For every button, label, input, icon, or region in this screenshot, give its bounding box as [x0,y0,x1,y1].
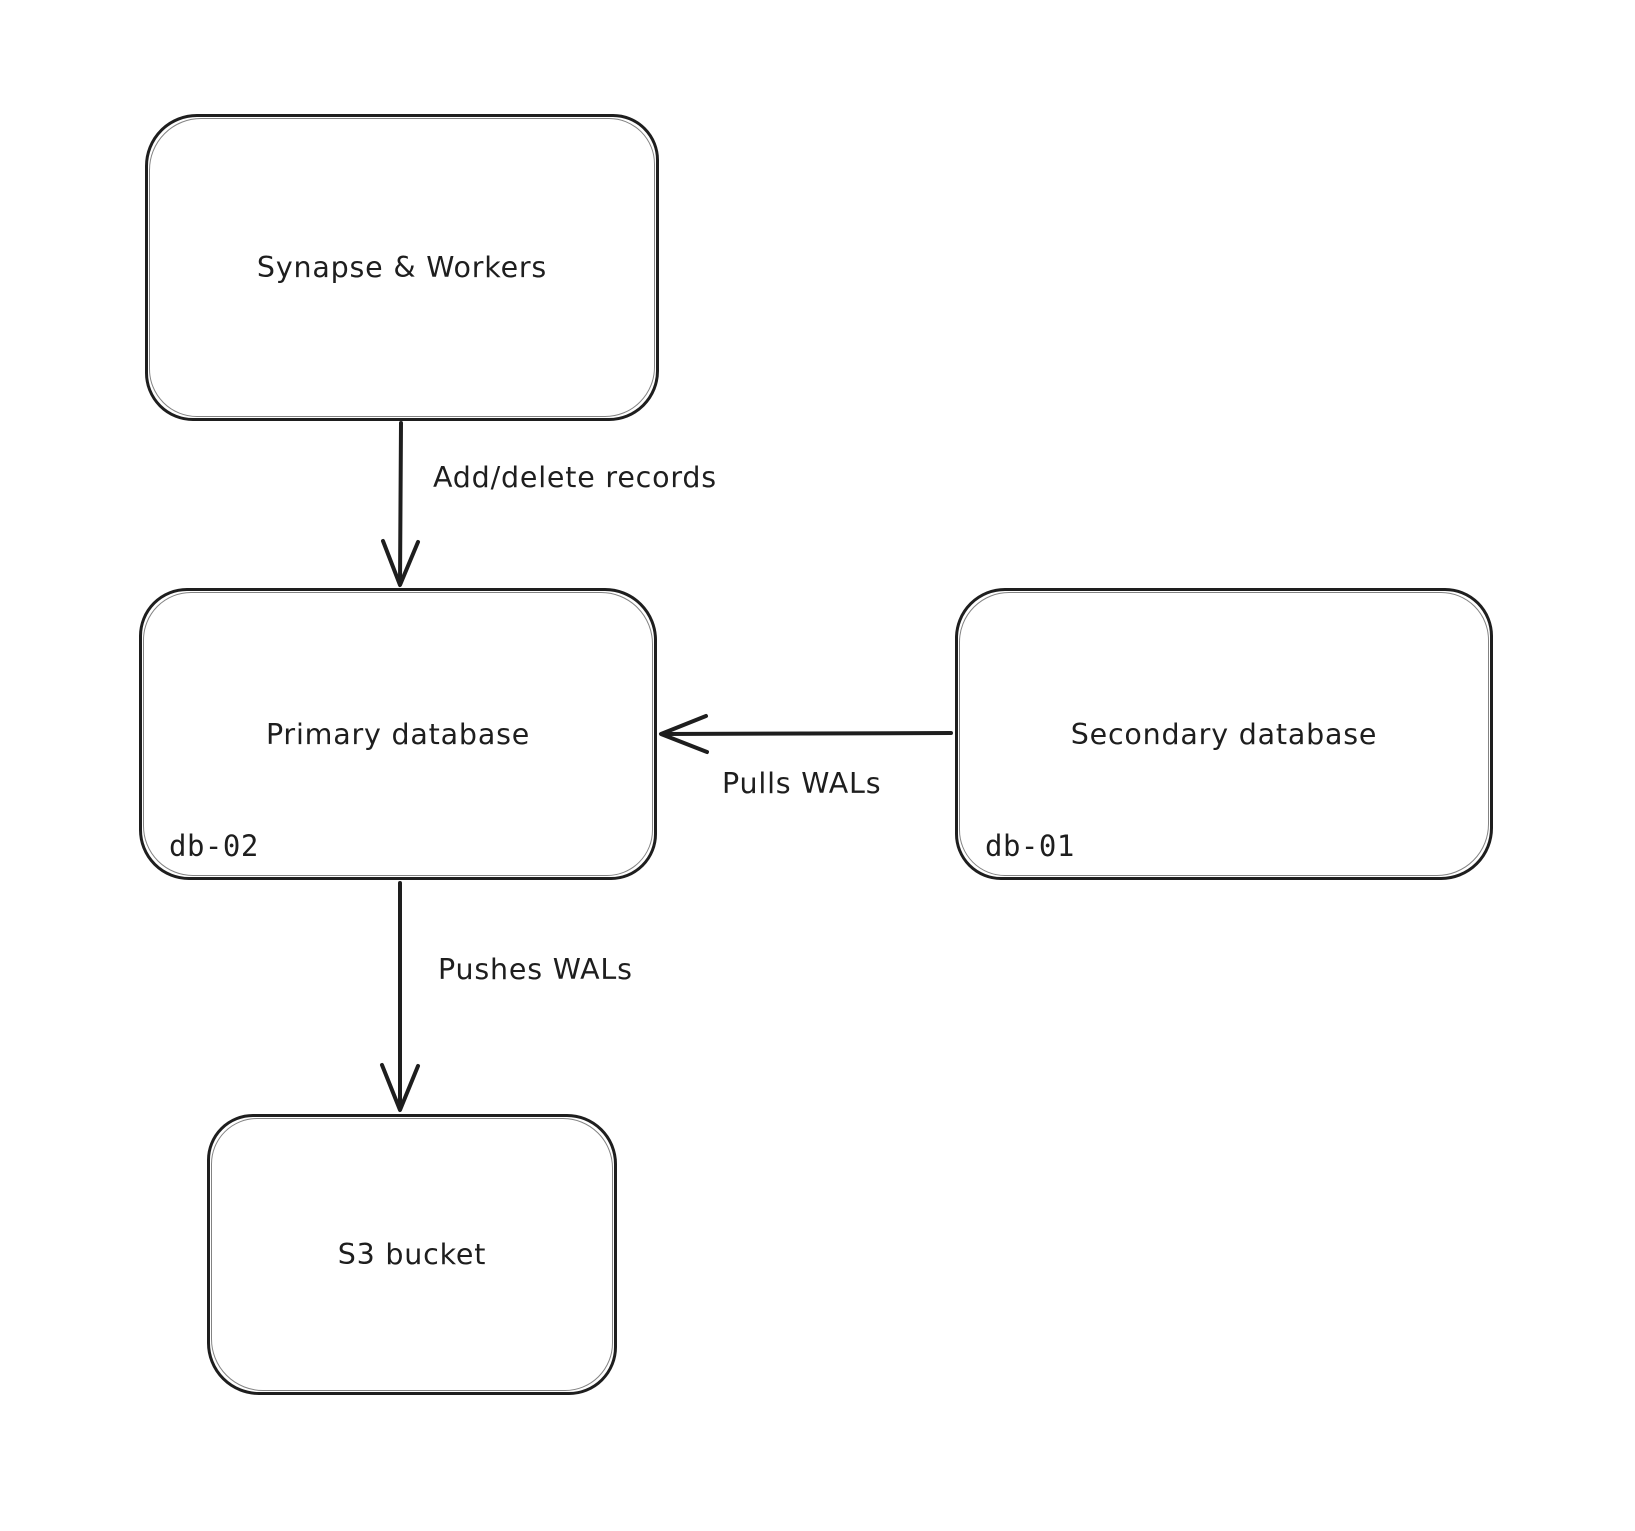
node-synapse-workers: Synapse & Workers [145,114,659,421]
node-primary-database-hostname: db-02 [169,829,259,863]
edge-label-pulls-wals: Pulls WALs [722,767,882,800]
node-secondary-database: Secondary database db-01 [955,588,1493,880]
node-secondary-database-label: Secondary database [1070,717,1378,751]
arrow-pulls-wals [659,714,953,754]
node-s3-bucket: S3 bucket [207,1114,617,1395]
node-primary-database-label: Primary database [265,717,531,751]
node-secondary-database-hostname: db-01 [985,829,1075,863]
arrow-add-delete-records [381,421,420,587]
node-primary-database: Primary database db-02 [139,588,657,880]
node-synapse-workers-label: Synapse & Workers [256,251,548,284]
edge-label-pushes-wals: Pushes WALs [438,953,633,986]
node-s3-bucket-label: S3 bucket [337,1238,487,1271]
arrow-pushes-wals [380,881,420,1112]
edge-label-add-delete-records: Add/delete records [433,461,717,494]
